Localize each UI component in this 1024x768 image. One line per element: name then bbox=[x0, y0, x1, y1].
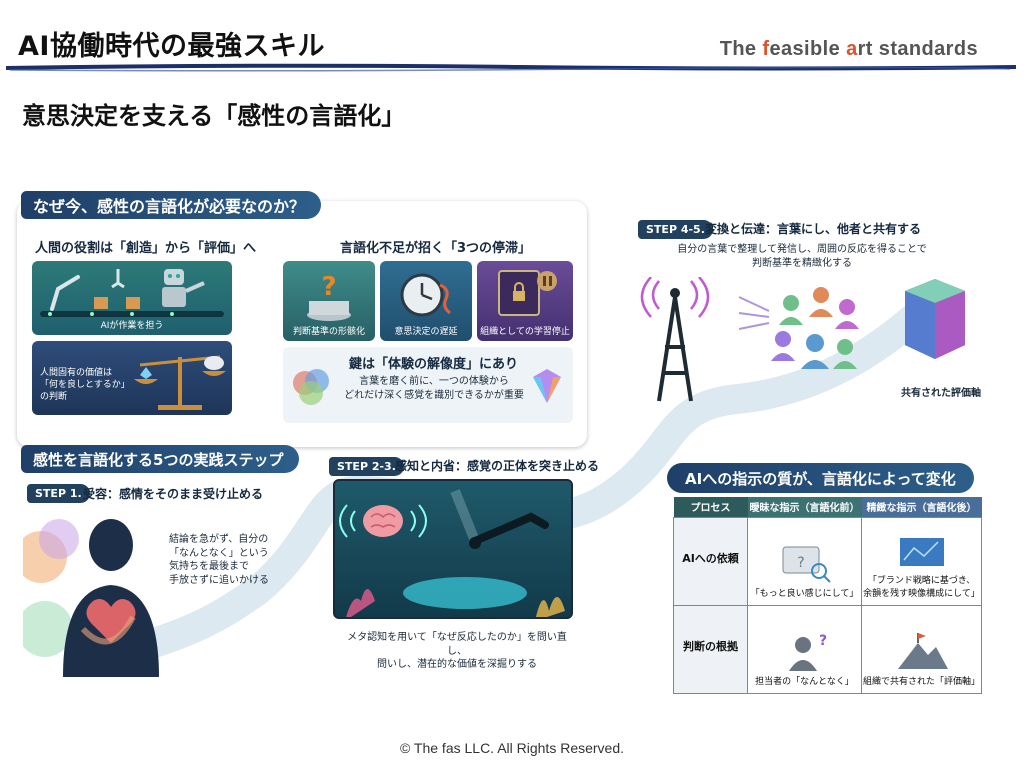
search-window-icon: ? bbox=[782, 546, 831, 583]
blueprint-icon bbox=[899, 537, 944, 566]
role-heading: 人間の役割は「創造」から「評価」へ bbox=[35, 241, 257, 256]
step45-tag: STEP 4-5. bbox=[638, 220, 713, 239]
steps-title: 感性を言語化する5つの実践ステップ bbox=[21, 445, 300, 473]
slide-subtitle: 意思決定を支える「感性の言語化」 bbox=[22, 102, 406, 130]
step1-text-line: 気持ちを最後まで bbox=[169, 561, 249, 572]
stagnation-card-2: 意思決定の遅延 bbox=[380, 261, 472, 341]
mountain-flag-icon bbox=[897, 632, 948, 669]
step23-title: 感知と内省：感覚の正体を突き止める bbox=[395, 459, 600, 473]
row-label: AIへの依頼 bbox=[673, 516, 748, 606]
unsure-person-icon: ? bbox=[788, 633, 827, 671]
step1-text-line: 手放さずに追いかける bbox=[169, 574, 269, 586]
before-cell: ? 担当者の「なんとなく」 bbox=[747, 604, 862, 694]
prism-cube-icon bbox=[905, 279, 965, 359]
human-value-card: 人間固有の価値は 「何を良しとするか」 の判断 bbox=[32, 341, 232, 415]
step23-tag: STEP 2-3. bbox=[329, 457, 404, 476]
stagnation-card-1: ? 判断基準の形骸化 bbox=[283, 261, 375, 341]
compare-table: プロセス 曖昧な指示（言語化前） 精緻な指示（言語化後） AIへの依頼 ? 「も… bbox=[673, 497, 982, 694]
key-heading: 鍵は「体験の解像度」にあり bbox=[349, 357, 519, 372]
human-value-line: 人間固有の価値は bbox=[40, 368, 113, 378]
row-label: 判断の根拠 bbox=[673, 604, 748, 694]
after-text: 組織で共有された「評価軸」 bbox=[862, 676, 980, 687]
shared-axis-caption: 共有された評価軸 bbox=[901, 388, 981, 399]
clock-icon bbox=[400, 273, 451, 317]
balance-scale-icon bbox=[134, 355, 226, 410]
table-row: AIへの依頼 ? 「もっと良い感じにして」 「ブランド戦略に基づき、 余韻を残す… bbox=[673, 516, 982, 606]
stagnation-label: 意思決定の遅延 bbox=[394, 327, 458, 337]
step1-text-line: 結論を急がず、自分の bbox=[169, 534, 269, 545]
human-value-line: 「何を良しとするか」 bbox=[40, 380, 130, 391]
copyright: © The fas LLC. All Rights Reserved. bbox=[399, 740, 625, 756]
brand-logo: The feasible art standards bbox=[719, 38, 978, 60]
key-box: 鍵は「体験の解像度」にあり 言葉を磨く前に、一つの体験から どれだけ深く感覚を識… bbox=[283, 347, 573, 423]
people-network-icon bbox=[738, 287, 859, 369]
after-text: 余韻を残す映像構成にして」 bbox=[863, 588, 980, 599]
infographic: なぜ今、感性の言語化が必要なのか？ 人間の役割は「創造」から「評価」へ AIが作… bbox=[17, 191, 1000, 694]
brush-divider bbox=[5, 63, 1017, 72]
step23-text-line: メタ認知を用いて「なぜ反応したのか」を問い直し、 bbox=[347, 632, 567, 657]
ai-work-card: AIが作業を担う bbox=[32, 261, 232, 335]
step45-text-line: 自分の言葉で整理して発信し、周囲の反応を得ることで bbox=[677, 244, 927, 255]
human-value-line: の判断 bbox=[40, 392, 68, 403]
ai-work-caption: AIが作業を担う bbox=[100, 321, 164, 331]
svg-text:?: ? bbox=[819, 633, 827, 649]
compare-title: AIへの指示の質が、言語化によって変化 bbox=[667, 463, 974, 493]
stagnation-label: 組織としての学習停止 bbox=[480, 327, 570, 337]
table-header: 精緻な指示（言語化後） bbox=[861, 497, 982, 517]
step1-tag: STEP 1. bbox=[27, 484, 90, 503]
before-cell: ? 「もっと良い感じにして」 bbox=[747, 516, 862, 606]
slide-title: AI協働時代の最強スキル bbox=[18, 31, 325, 62]
color-blob-icon bbox=[293, 369, 329, 405]
table-header: プロセス bbox=[673, 497, 748, 517]
step45-text-line: 判断基準を精緻化する bbox=[752, 257, 852, 269]
dive-illustration bbox=[333, 479, 573, 619]
broadcast-tower-icon bbox=[640, 277, 710, 402]
key-text-line: 言葉を磨く前に、一つの体験から bbox=[359, 376, 509, 387]
locked-book-icon bbox=[498, 270, 557, 316]
brain-diver-icon bbox=[339, 489, 565, 617]
table-row: 判断の根拠 ? 担当者の「なんとなく」 組織で共有された「評価軸」 bbox=[673, 604, 982, 694]
stagnation-label: 判断基準の形骸化 bbox=[292, 327, 365, 337]
why-title: なぜ今、感性の言語化が必要なのか？ bbox=[21, 191, 322, 219]
robot-arm-icon bbox=[40, 269, 224, 317]
svg-text:?: ? bbox=[321, 272, 336, 302]
stagnation-heading: 言語化不足が招く「3つの停滞」 bbox=[340, 241, 532, 256]
after-text: 「ブランド戦略に基づき、 bbox=[867, 575, 976, 586]
gem-icon bbox=[533, 369, 561, 403]
before-text: 「もっと良い感じにして」 bbox=[750, 588, 859, 599]
step1-text-line: 「なんとなく」という bbox=[169, 547, 269, 559]
step45-title: 変換と伝達：言葉にし、他者と共有する bbox=[705, 222, 922, 236]
table-header: 曖昧な指示（言語化前） bbox=[747, 497, 862, 517]
step1-title: 受容：感情をそのまま受け止める bbox=[83, 487, 264, 501]
after-cell: 「ブランド戦略に基づき、 余韻を残す映像構成にして」 bbox=[861, 516, 982, 606]
svg-text:?: ? bbox=[797, 555, 804, 571]
after-cell: 組織で共有された「評価軸」 bbox=[861, 604, 982, 694]
person-heart-illustration bbox=[23, 519, 159, 677]
before-text: 担当者の「なんとなく」 bbox=[755, 676, 854, 687]
step23-text-line: 問いし、潜在的な価値を深掘りする bbox=[377, 659, 537, 670]
stagnation-card-3: 組織としての学習停止 bbox=[477, 261, 573, 341]
key-text-line: どれだけ深く感覚を識別できるかが重要 bbox=[344, 389, 524, 401]
question-pedestal-icon: ? bbox=[307, 272, 351, 321]
